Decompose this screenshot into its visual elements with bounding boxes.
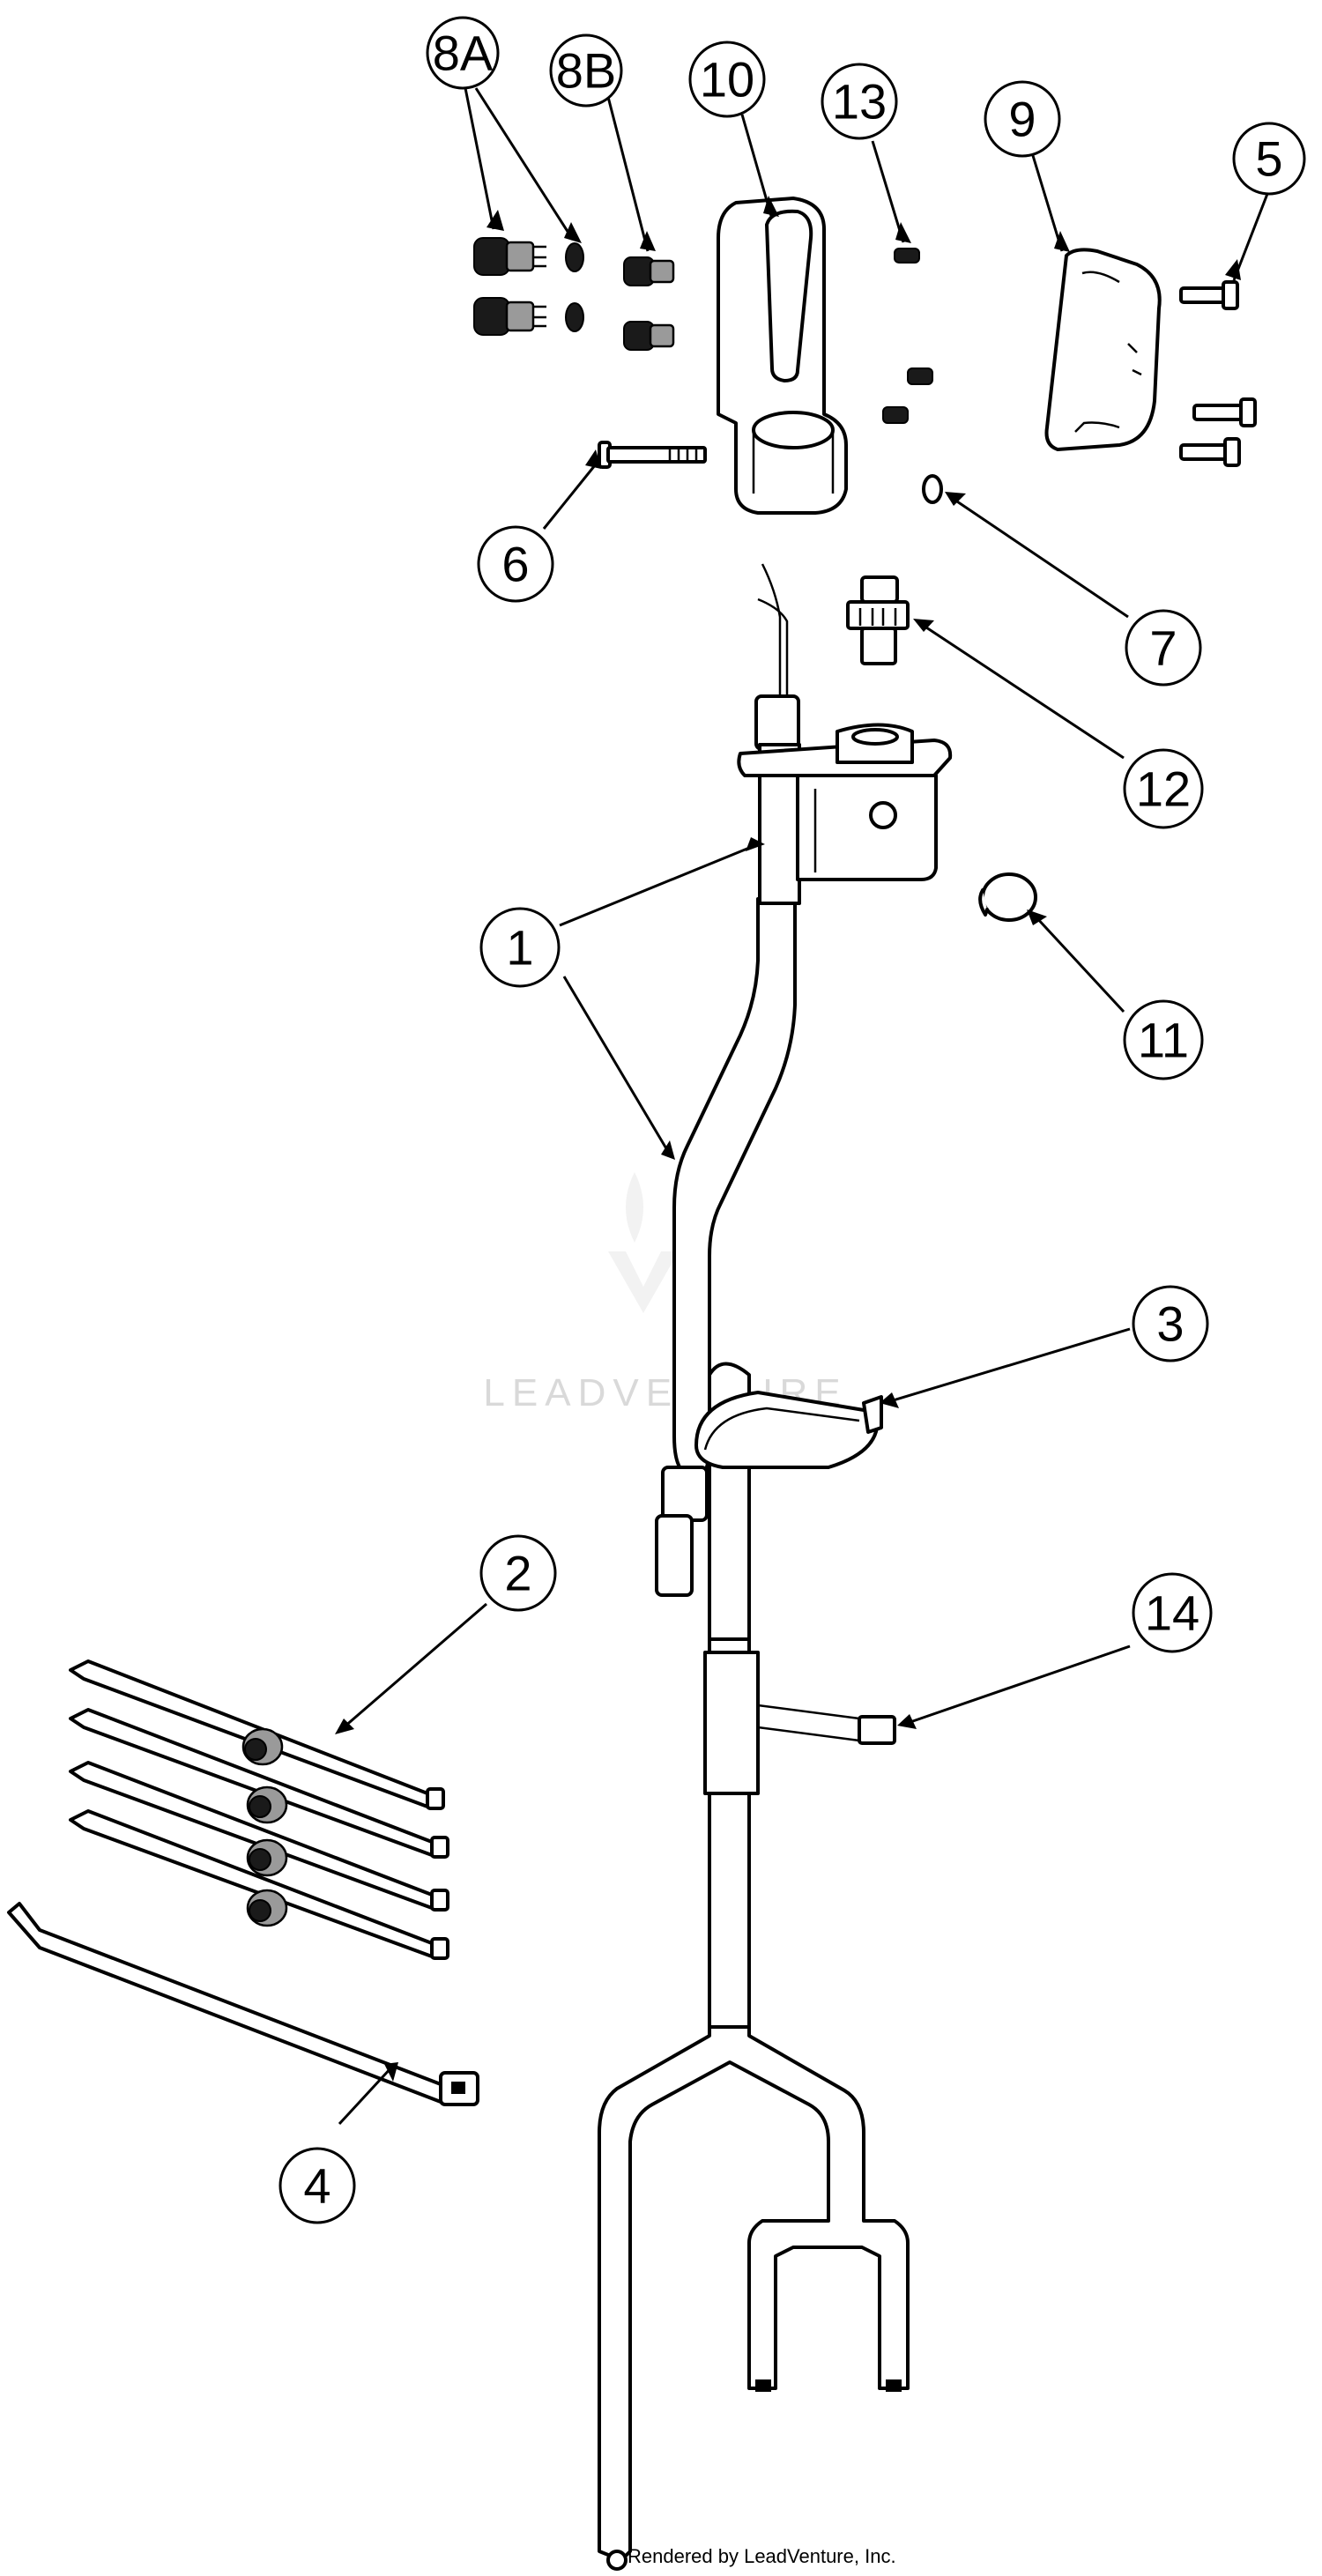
callout-7: 7 [1125,609,1202,687]
callout-9: 9 [984,80,1061,158]
grip-cover [1044,248,1162,451]
callout-2: 2 [479,1534,557,1612]
connector [703,1651,896,1795]
svg-text:12: 12 [1136,761,1191,817]
svg-text:13: 13 [832,74,887,130]
cable-ties [69,1659,449,1960]
springs [882,248,933,424]
screws [1179,280,1257,467]
svg-text:11: 11 [1138,1013,1189,1068]
callout-13: 13 [821,63,898,140]
callout-4: 4 [279,2147,356,2224]
plug [978,872,1037,922]
svg-text:2: 2 [504,1546,531,1601]
switch-8b [623,256,675,351]
callout-14: 14 [1132,1572,1213,1653]
switch-8a [473,237,584,336]
svg-text:4: 4 [303,2158,330,2214]
column-housing [737,563,953,905]
callout-6: 6 [477,525,554,603]
svg-text:9: 9 [1008,92,1036,147]
svg-text:7: 7 [1149,620,1177,676]
callout-1: 1 [479,907,561,988]
svg-text:1: 1 [506,920,533,976]
callout-11: 11 [1123,999,1204,1080]
svg-text:8A: 8A [433,26,494,81]
washer [922,474,943,504]
callout-5: 5 [1232,122,1306,196]
clamp-strap [694,1391,883,1469]
callout-12: 12 [1123,748,1204,829]
fitting [846,575,910,665]
svg-text:10: 10 [700,52,754,108]
watermark-logo [608,1172,679,1313]
callout-8a: 8A [426,16,500,90]
svg-text:5: 5 [1255,131,1282,187]
svg-text:3: 3 [1156,1296,1184,1352]
leader-lines [335,87,1269,2126]
long-bolt [598,441,707,469]
handle-grip [717,197,848,515]
footer-credit: Rendered by LeadVenture, Inc. [628,2545,896,2567]
long-cable-tie [7,1902,479,2106]
callout-8b: 8B [549,33,623,108]
callout-10: 10 [688,41,766,118]
svg-text:14: 14 [1145,1585,1199,1641]
callout-3: 3 [1132,1285,1209,1362]
svg-text:8B: 8B [556,43,617,99]
svg-text:6: 6 [501,537,529,592]
